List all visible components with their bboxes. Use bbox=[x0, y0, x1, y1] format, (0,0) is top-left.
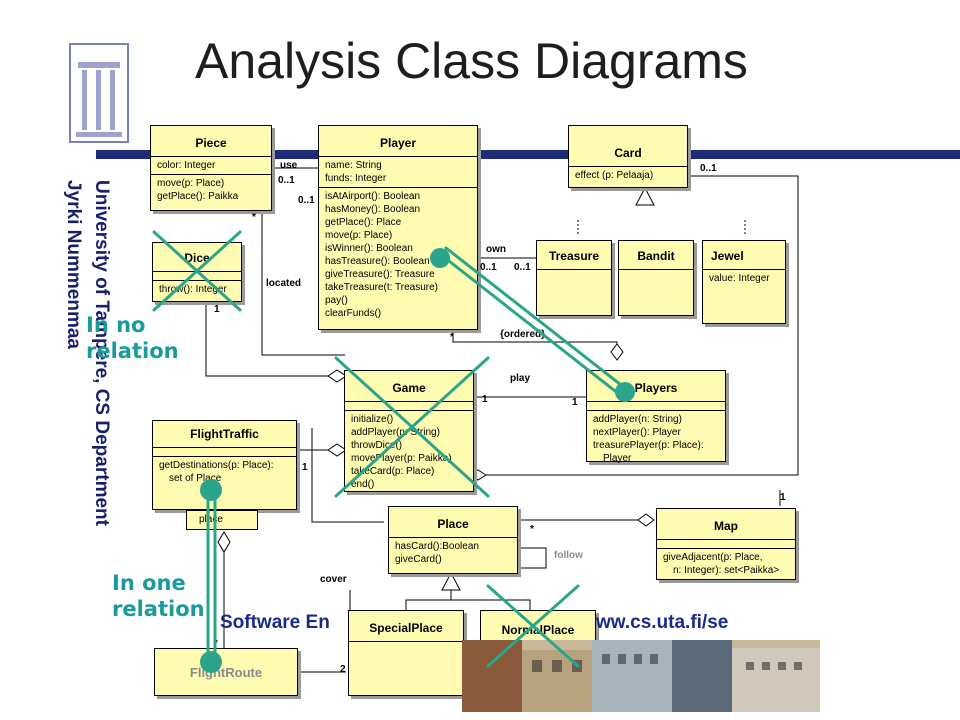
edge-label-dice-one: 1 bbox=[214, 304, 220, 315]
class-name: FlightTraffic bbox=[153, 421, 296, 448]
class-name: Game bbox=[345, 371, 473, 402]
class-name: SpecialPlace bbox=[349, 611, 463, 642]
footer-text-left: Software En bbox=[220, 612, 330, 633]
class-operations: move(p: Place)getPlace(): Paikka bbox=[157, 178, 239, 202]
class-bandit[interactable]: Bandit bbox=[618, 240, 694, 316]
class-name: Bandit bbox=[619, 241, 693, 270]
class-attributes: effect (p: Pelaaja) bbox=[575, 170, 654, 181]
vertical-author-text: Jyrki Nummenmaa bbox=[63, 180, 84, 349]
class-map[interactable]: Map giveAdjacent(p: Place,n: Integer): s… bbox=[656, 508, 796, 580]
edge-label-game-one: 1 bbox=[482, 394, 488, 405]
edge-label-player-mult: 0..1 bbox=[298, 195, 315, 206]
vertical-credit: University of Tampere, CS Department Jyr… bbox=[60, 180, 124, 620]
qualifier-place[interactable]: place bbox=[186, 510, 258, 530]
class-name: Player bbox=[319, 126, 477, 157]
edge-label-ordered: {ordered} bbox=[500, 329, 546, 340]
edge-label-flight-one: 1 bbox=[302, 462, 308, 473]
qualifier-label: place bbox=[199, 514, 223, 525]
class-attributes: value: Integer bbox=[709, 273, 770, 284]
edge-label-play: play bbox=[510, 373, 531, 384]
class-specialplace[interactable]: SpecialPlace bbox=[348, 610, 464, 696]
title-underline-bar bbox=[96, 150, 960, 159]
class-flighttraffic[interactable]: FlightTraffic getDestinations(p: Place):… bbox=[152, 420, 297, 510]
edge-label-player-star: * bbox=[450, 332, 454, 343]
edge-label-piece-star: * bbox=[252, 212, 256, 223]
class-card[interactable]: Card effect (p: Pelaaja) bbox=[568, 125, 688, 188]
edge-label-own-mult-b: 0..1 bbox=[514, 262, 531, 273]
edge-label-map-one: 1 bbox=[780, 492, 786, 503]
class-operations: addPlayer(n: String)nextPlayer(): Player… bbox=[593, 414, 704, 464]
edge-label-own-mult-a: 0..1 bbox=[480, 262, 497, 273]
edge-label-follow: follow bbox=[554, 550, 583, 561]
edge-label-players-one: 1 bbox=[572, 397, 578, 408]
class-piece[interactable]: Piece color: Integer move(p: Place)getPl… bbox=[150, 125, 272, 211]
edge-label-use: use bbox=[280, 160, 298, 171]
class-name: Players bbox=[587, 371, 725, 402]
edge-label-card-mult: 0..1 bbox=[700, 163, 717, 174]
footer-text-right: ww.cs.uta.fi/se bbox=[596, 612, 729, 633]
edge-label-own: own bbox=[486, 244, 506, 255]
class-name: Map bbox=[657, 509, 795, 540]
class-operations: initialize()addPlayer(n: String)throwDic… bbox=[351, 414, 452, 490]
university-logo-icon bbox=[69, 43, 129, 143]
vertical-department-text: University of Tampere, CS Department bbox=[91, 180, 112, 526]
edge-label-cover: cover bbox=[320, 574, 347, 585]
campus-photo-strip bbox=[462, 640, 820, 712]
class-operations: giveAdjacent(p: Place,n: Integer): set<P… bbox=[663, 552, 780, 576]
class-name: Place bbox=[389, 507, 517, 538]
class-operations: getDestinations(p: Place):set of Place bbox=[159, 460, 274, 484]
slide-title: Analysis Class Diagrams bbox=[195, 33, 748, 89]
class-name: Card bbox=[569, 126, 687, 167]
class-name: Treasure bbox=[537, 241, 611, 270]
class-jewel[interactable]: Jewel value: Integer bbox=[702, 240, 786, 324]
edge-label-place-star: * bbox=[530, 524, 534, 535]
class-operations: throw(): Integer bbox=[159, 284, 227, 295]
edge-label-use-mult: 0..1 bbox=[278, 175, 295, 186]
class-name: Piece bbox=[151, 126, 271, 157]
edge-label-route-two: 2 bbox=[340, 664, 346, 675]
class-treasure[interactable]: Treasure bbox=[536, 240, 612, 316]
edge-label-located: located bbox=[266, 278, 302, 289]
class-name: Jewel bbox=[703, 241, 785, 270]
class-attributes: color: Integer bbox=[151, 157, 271, 175]
